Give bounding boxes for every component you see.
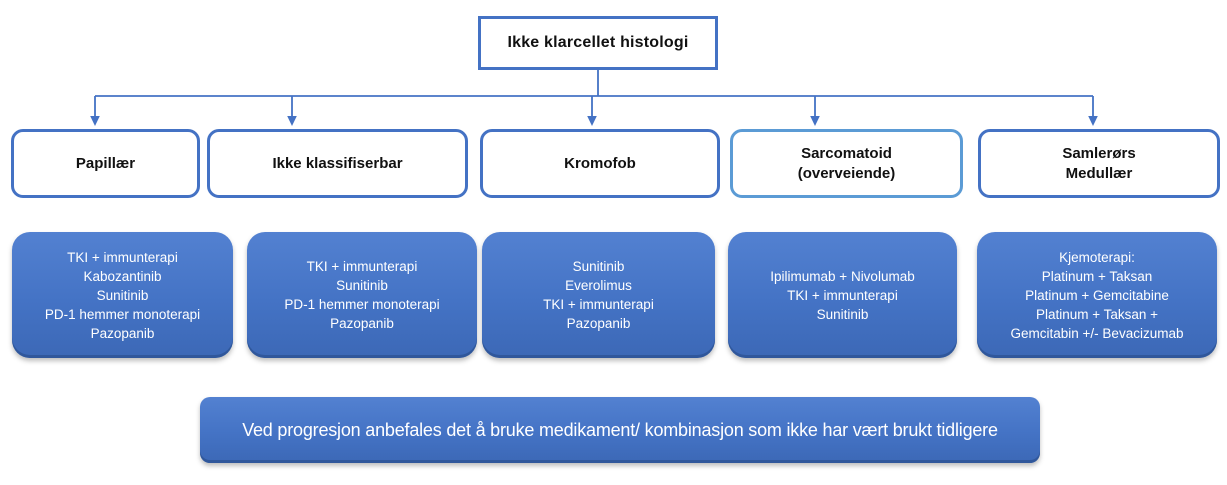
root-node-label: Ikke klarcellet histologi (507, 34, 689, 51)
root-node-ikke-klarcellet: Ikke klarcellet histologi (478, 16, 718, 70)
category-box-ikke-klassifiserbar: Ikke klassifiserbar (207, 129, 468, 198)
treatment-line: Ipilimumab + Nivolumab (770, 268, 915, 284)
treatment-line: Platinum + Gemcitabine (1025, 287, 1169, 303)
treatment-line: PD-1 hemmer monoterapi (284, 297, 440, 312)
treatment-line: PD-1 hemmer monoterapi (44, 306, 201, 322)
category-box-sarcomatoid: Sarcomatoid (overveiende) (730, 129, 963, 198)
treatment-line: TKI + immunterapi (787, 287, 898, 303)
treatment-line: TKI + immunterapi (67, 249, 178, 265)
arrowhead-icon (810, 116, 820, 126)
category-label: Papillær (75, 154, 136, 172)
category-label: Medullær (1065, 164, 1133, 182)
category-label: Ikke klassifiserbar (272, 154, 403, 172)
arrowhead-icon (587, 116, 597, 126)
treatment-line: Pazopanib (566, 316, 631, 331)
treatment-line: Platinum + Taksan + (1035, 306, 1159, 322)
treatment-line: Sunitinib (96, 287, 149, 303)
treatment-line: Kjemoterapi: (1059, 249, 1135, 265)
category-box-kromofob: Kromofob (480, 129, 720, 198)
treatment-line: Pazopanib (330, 316, 394, 331)
category-label: Samlerørs (1062, 144, 1136, 162)
treatment-line: Kabozantinib (83, 268, 162, 284)
treatment-line: Sunitinib (816, 306, 869, 322)
treatment-line: Sunitinib (572, 259, 625, 274)
treatment-line: Pazopanib (90, 325, 155, 341)
treatment-line: Platinum + Taksan (1041, 268, 1153, 284)
arrowhead-icon (287, 116, 297, 126)
category-box-papillaer: Papillær (11, 129, 200, 198)
progression-note: Ved progresjon anbefales det å bruke med… (200, 397, 1040, 463)
category-label: (overveiende) (797, 164, 896, 182)
category-label: Sarcomatoid (801, 144, 892, 162)
treatment-line: Sunitinib (336, 278, 388, 293)
progression-note-text: Ved progresjon anbefales det å bruke med… (242, 419, 998, 440)
treatment-line: Gemcitabin +/- Bevacizumab (1010, 325, 1184, 341)
arrowhead-icon (90, 116, 100, 126)
treatment-line: Everolimus (565, 278, 632, 293)
treatment-line: TKI + immunterapi (543, 297, 654, 312)
treatment-line: TKI + immunterapi (306, 259, 418, 274)
category-label: Kromofob (564, 154, 636, 172)
arrowhead-icon (1088, 116, 1098, 126)
